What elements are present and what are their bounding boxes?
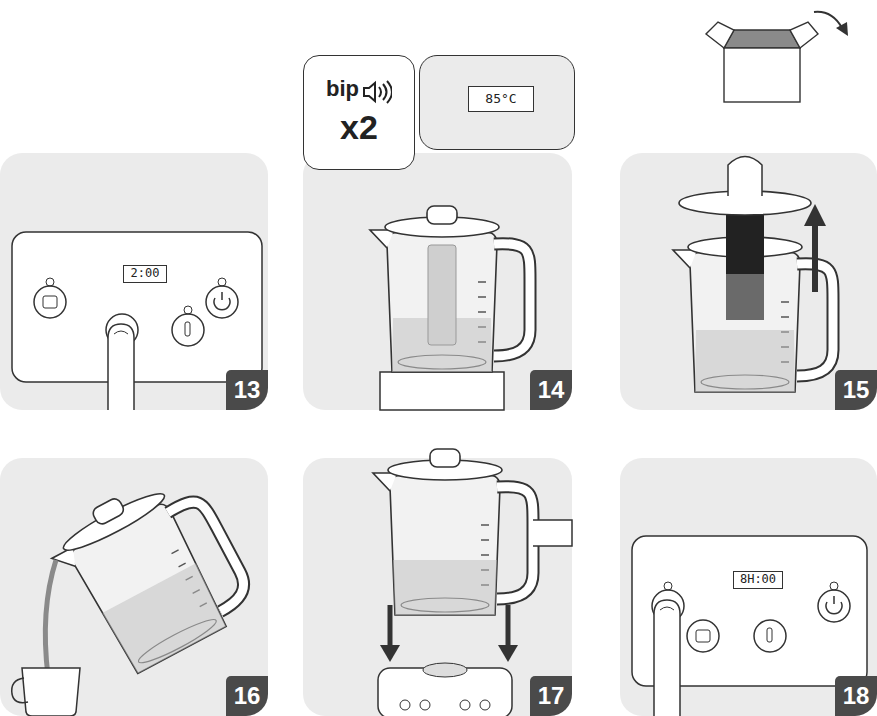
speaker-waves bbox=[364, 81, 392, 103]
box-front bbox=[724, 48, 800, 102]
turn-arrow bbox=[814, 12, 842, 28]
lcd-display: 2:00 bbox=[123, 265, 167, 283]
step-number: 13 bbox=[226, 370, 268, 410]
display-text: 2:00 bbox=[131, 266, 160, 280]
display-zoom: 85°C bbox=[419, 55, 575, 150]
step-panel: 14bipx285°C bbox=[303, 153, 572, 410]
arrow-head bbox=[836, 22, 848, 36]
beep-bubble: bip x2 bbox=[303, 55, 415, 170]
box-flap bbox=[790, 22, 818, 48]
step-panel: 16 bbox=[0, 458, 268, 716]
step-panel: 18 8H:00 bbox=[620, 458, 877, 716]
step-number: 17 bbox=[530, 676, 572, 716]
box-flap bbox=[706, 22, 734, 48]
beep-count: x2 bbox=[304, 108, 414, 147]
temperature-display: 85°C bbox=[468, 86, 534, 112]
step-number: 18 bbox=[835, 676, 877, 716]
speaker-icon bbox=[362, 80, 392, 104]
step-panel: 15 bbox=[620, 153, 877, 410]
beep-text: bip bbox=[326, 76, 359, 102]
box-inside bbox=[724, 30, 800, 48]
step-number: 14 bbox=[530, 370, 572, 410]
step-number: 15 bbox=[835, 370, 877, 410]
step-panel: 13 2:00 bbox=[0, 153, 268, 410]
lcd-display: 8H:00 bbox=[733, 571, 783, 589]
step-number: 16 bbox=[226, 676, 268, 716]
step-panel: 17 bbox=[303, 458, 572, 716]
display-text: 8H:00 bbox=[740, 572, 776, 586]
